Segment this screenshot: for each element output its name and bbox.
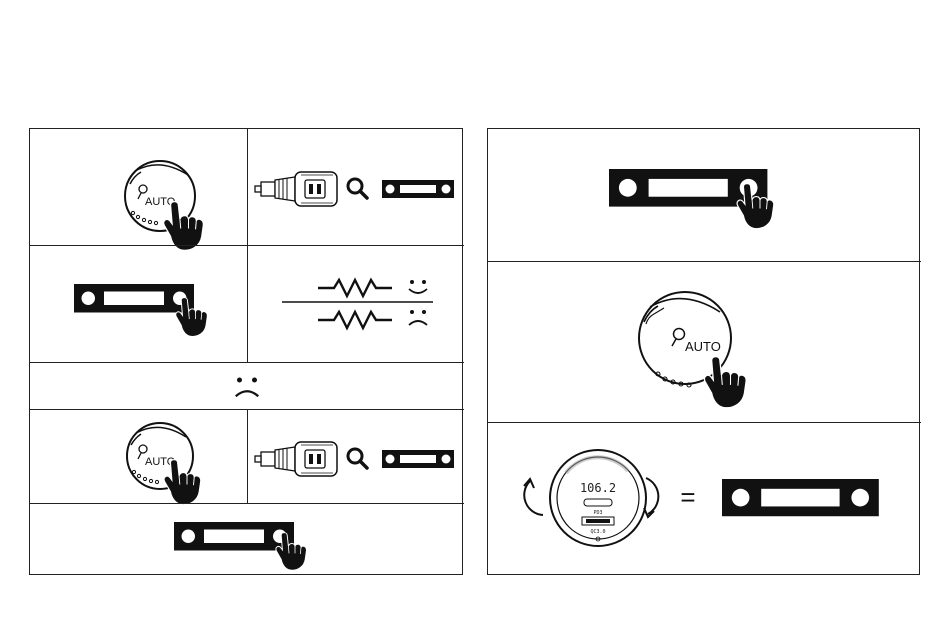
left-instruction-panel: AUTO (29, 128, 463, 575)
car-charger-plug-icon (255, 172, 337, 206)
car-radio-icon (382, 450, 454, 468)
auto-button-knob-illustration: AUTO (30, 129, 247, 245)
device-frequency-display: 106.2 (580, 481, 616, 495)
magnifier-icon (348, 179, 367, 198)
device-bottom-label: QC3.0 (590, 529, 605, 535)
clear-signal-wave (318, 280, 392, 296)
equals-sign: = (680, 482, 695, 512)
charger-device-front: 106.2 PD3 QC3.0 (550, 450, 646, 546)
step-press-auto-button: AUTO (488, 261, 921, 422)
car-radio-icon (722, 479, 879, 516)
step-press-auto-button-again: AUTO (30, 409, 247, 503)
device-usb-label: PD3 (593, 510, 602, 516)
car-charger-plug-icon (255, 442, 337, 476)
step-plug-in-and-search-again (247, 409, 464, 503)
noisy-signal-wave (318, 312, 392, 328)
car-radio-icon (74, 284, 194, 313)
step-press-radio-button (488, 129, 921, 261)
happy-face-icon (409, 280, 427, 293)
magnifier-icon (348, 449, 367, 468)
step-tune-device-to-radio-frequency: 106.2 PD3 QC3.0 = (488, 422, 921, 576)
rotate-left-icon (524, 479, 543, 515)
car-radio-icon (382, 180, 454, 198)
step-no-signal (30, 362, 464, 409)
right-instruction-panel: AUTO 106.2 PD3 (487, 128, 920, 575)
sad-face-icon (409, 310, 427, 325)
sad-face-icon (236, 378, 259, 397)
auto-button-label: AUTO (685, 339, 721, 354)
step-plug-in-and-search (247, 129, 464, 245)
step-press-auto-button: AUTO (30, 129, 247, 245)
car-radio-icon (174, 522, 294, 551)
step-signal-comparison (247, 245, 464, 362)
step-press-radio-button (30, 245, 247, 362)
step-press-radio-button-again (30, 503, 464, 576)
